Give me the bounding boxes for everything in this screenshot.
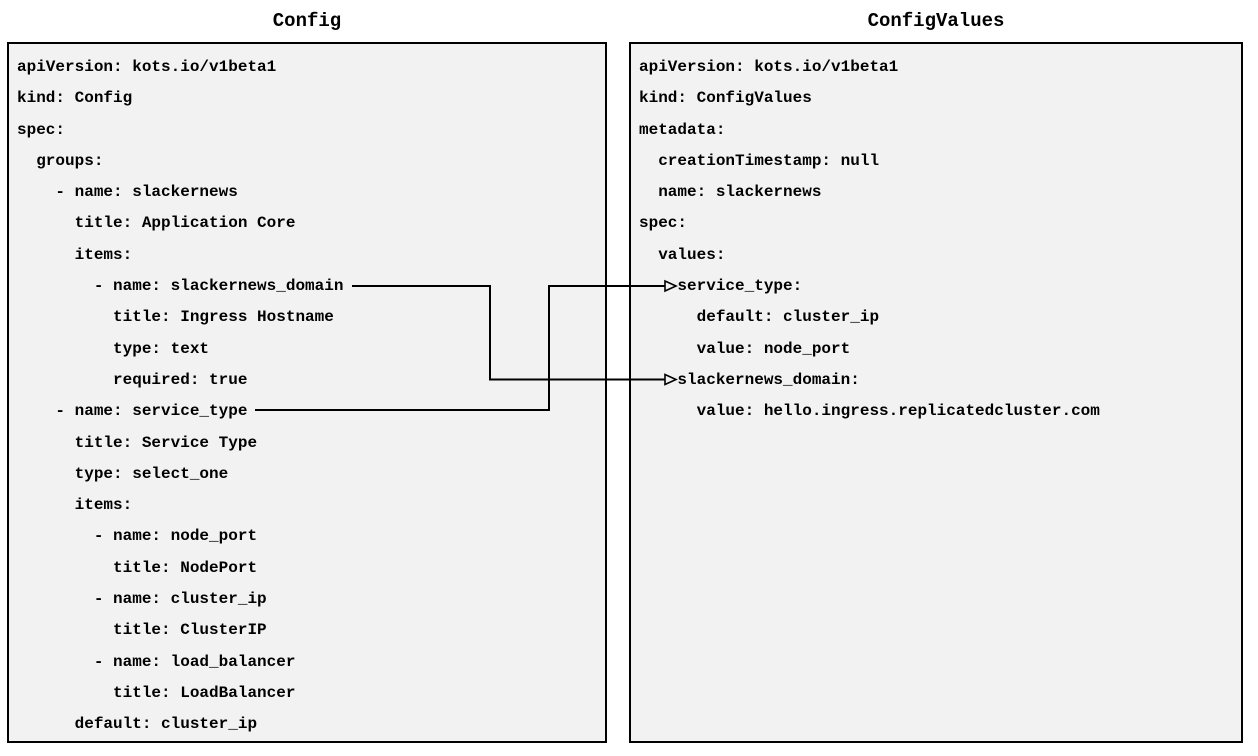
configvalues-yaml-code: apiVersion: kots.io/v1beta1 kind: Config…	[639, 58, 1100, 421]
config-panel-title: Config	[272, 10, 342, 32]
configvalues-yaml-panel: apiVersion: kots.io/v1beta1 kind: Config…	[629, 42, 1243, 743]
configvalues-panel-title: ConfigValues	[867, 10, 1005, 32]
config-yaml-code: apiVersion: kots.io/v1beta1 kind: Config…	[17, 58, 344, 734]
config-yaml-panel: apiVersion: kots.io/v1beta1 kind: Config…	[7, 42, 607, 743]
